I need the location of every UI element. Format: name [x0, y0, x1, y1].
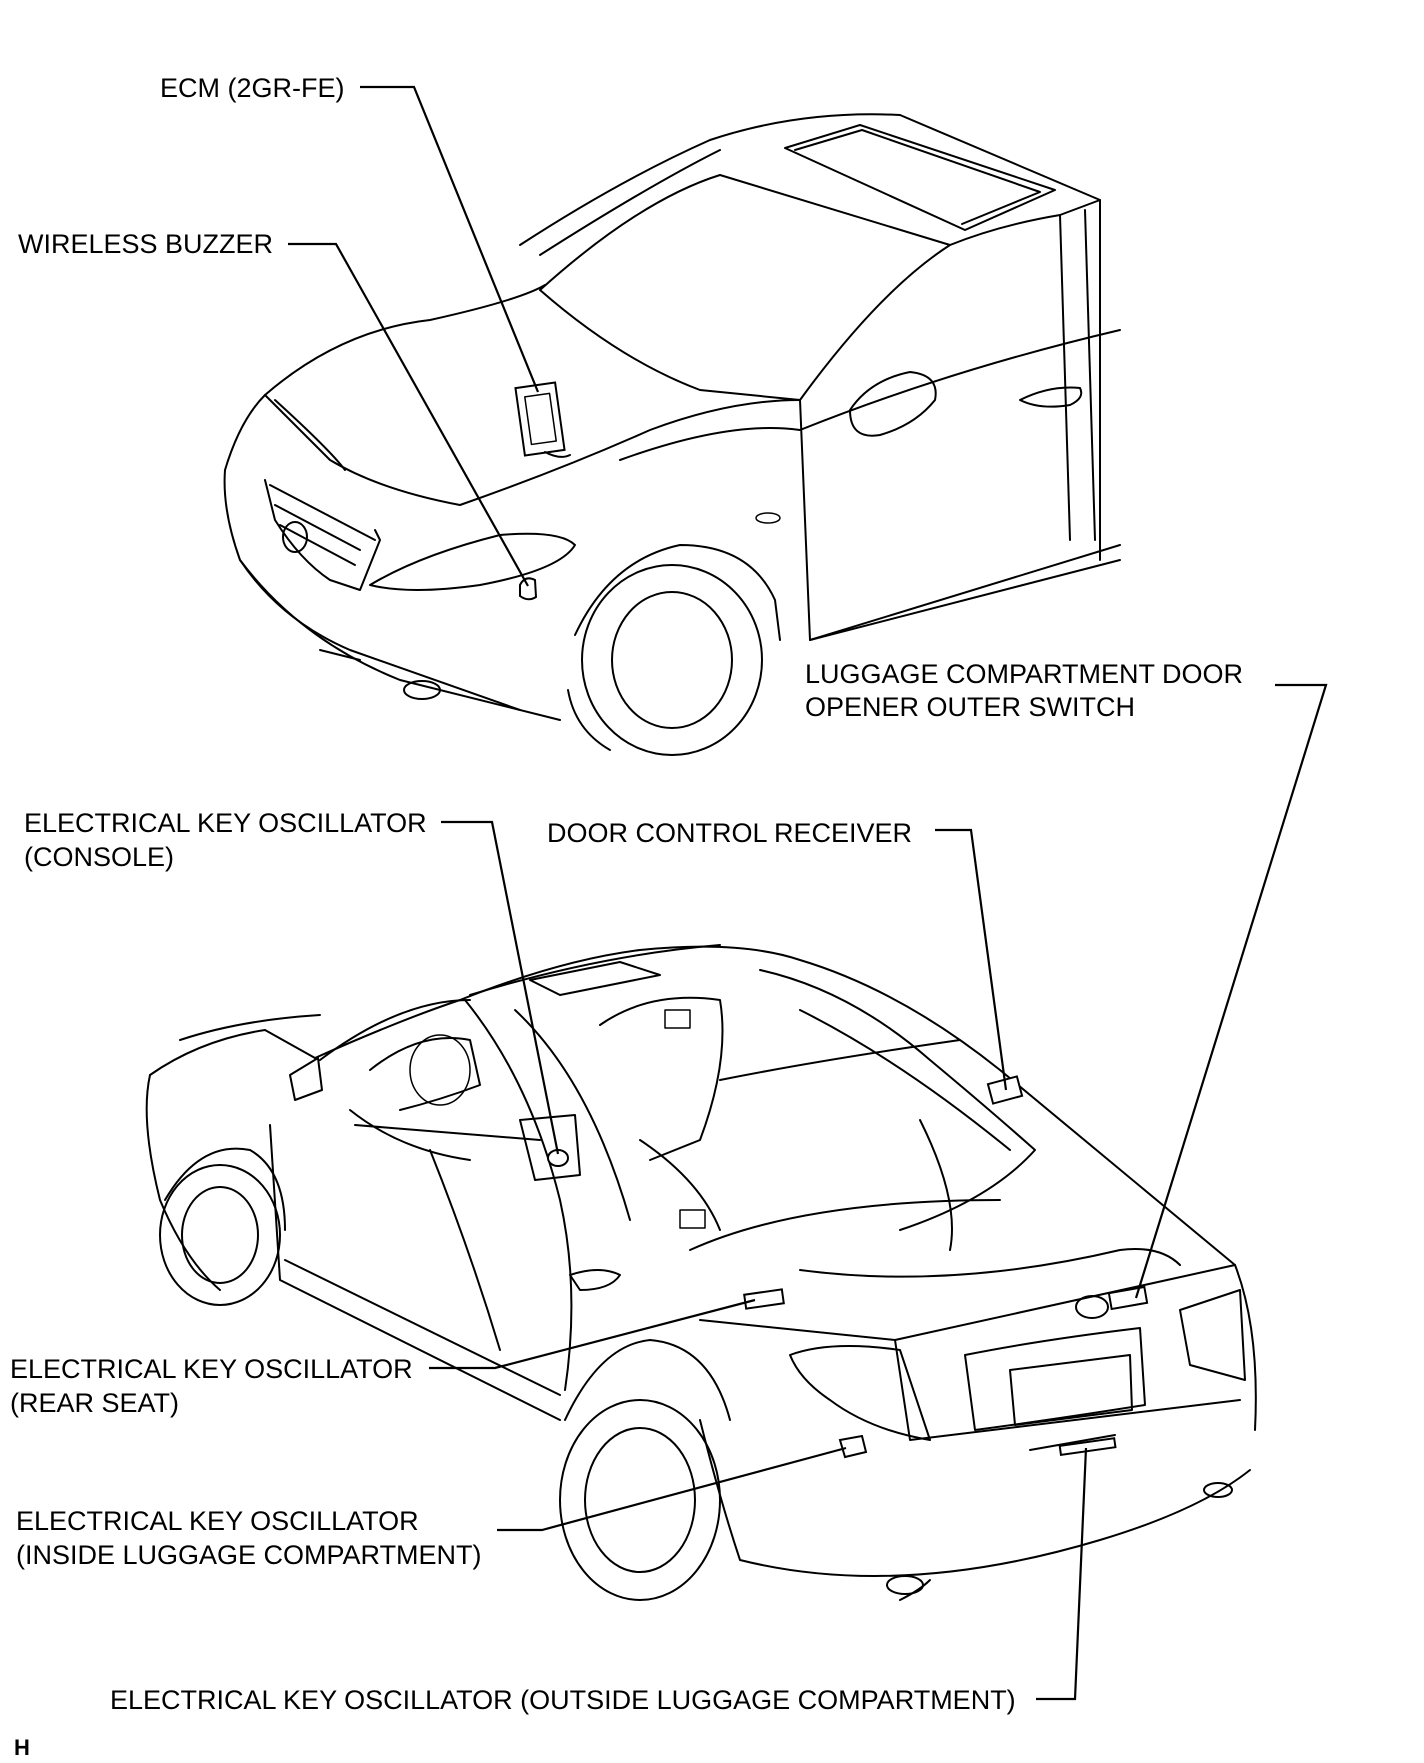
- label-osc-rear-seat-line1: ELECTRICAL KEY OSCILLATOR: [10, 1354, 413, 1384]
- leader-osc-outside-luggage: [1036, 1447, 1088, 1701]
- label-osc-inside-luggage-line1: ELECTRICAL KEY OSCILLATOR: [16, 1506, 419, 1536]
- label-osc-outside-luggage: ELECTRICAL KEY OSCILLATOR (OUTSIDE LUGGA…: [110, 1685, 1016, 1715]
- label-osc-inside-luggage-line2: (INSIDE LUGGAGE COMPARTMENT): [16, 1540, 482, 1570]
- label-wireless-buzzer: WIRELESS BUZZER: [18, 229, 273, 259]
- leader-door-control-receiver: [935, 828, 1008, 1091]
- leader-lines: [288, 85, 1328, 1701]
- label-luggage-door-switch-line1: LUGGAGE COMPARTMENT DOOR: [805, 659, 1243, 689]
- leader-osc-rear-seat: [429, 1298, 756, 1370]
- label-osc-console-line1: ELECTRICAL KEY OSCILLATOR: [24, 808, 427, 838]
- front-car-drawing: [223, 113, 1121, 756]
- callout-labels: ECM (2GR-FE) WIRELESS BUZZER LUGGAGE COM…: [10, 73, 1243, 1760]
- label-ecm: ECM (2GR-FE): [160, 73, 345, 103]
- label-luggage-door-switch-line2: OPENER OUTER SWITCH: [805, 692, 1135, 722]
- label-osc-console-line2: (CONSOLE): [24, 842, 174, 872]
- leader-wireless-buzzer: [288, 242, 529, 587]
- label-door-control-receiver: DOOR CONTROL RECEIVER: [547, 818, 912, 848]
- leader-ecm: [360, 85, 540, 393]
- label-osc-rear-seat-line2: (REAR SEAT): [10, 1388, 179, 1418]
- leader-osc-console: [441, 820, 560, 1155]
- leader-osc-inside-luggage: [497, 1446, 847, 1532]
- corner-code: H: [14, 1735, 30, 1760]
- leader-luggage-door-switch: [1134, 683, 1328, 1299]
- rear-car-drawing: [145, 944, 1257, 1601]
